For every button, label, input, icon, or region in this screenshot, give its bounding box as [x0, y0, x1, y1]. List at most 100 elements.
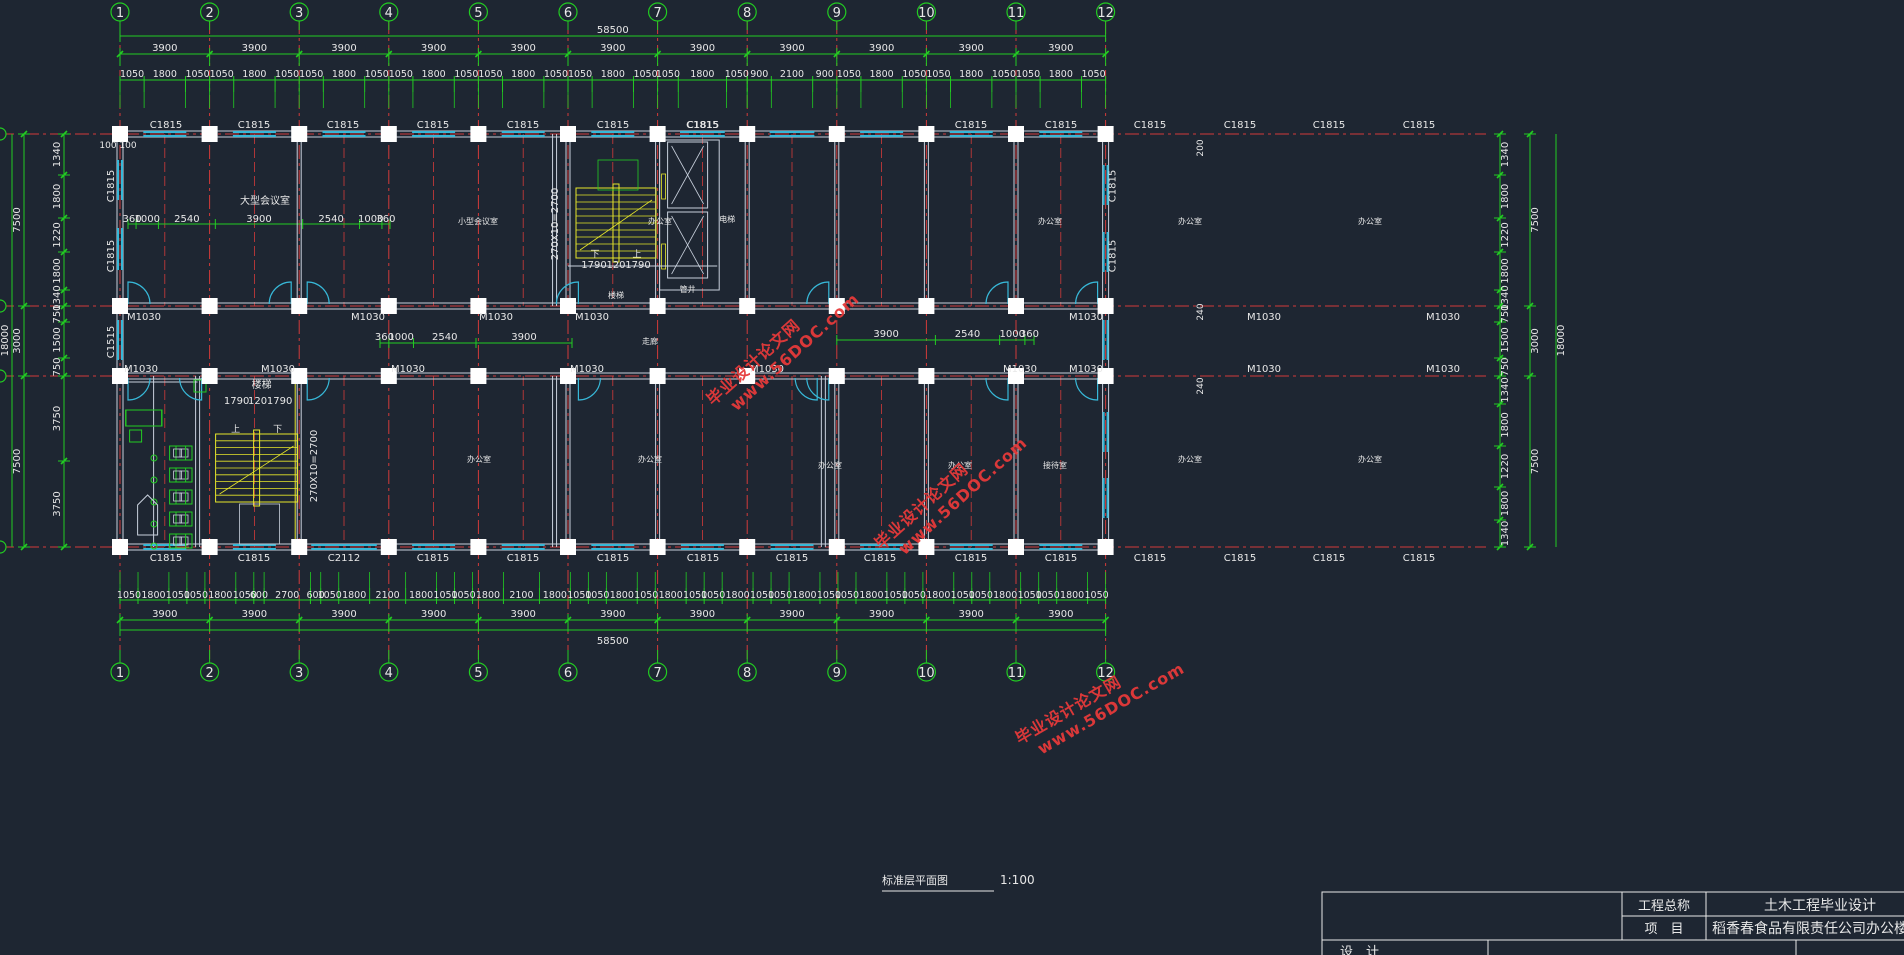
bay-dim-bottom-slash — [1102, 616, 1110, 624]
detail-dim-bottom-text: 1050 — [951, 590, 975, 601]
door-swing — [794, 377, 818, 401]
room-label: 办公室 — [638, 454, 662, 464]
window-label-top: C1815 — [327, 120, 359, 131]
toilet-stall — [179, 448, 189, 458]
room-dim-text: 2540 — [174, 214, 199, 225]
axis-bubble-label: 11 — [1008, 666, 1025, 681]
column — [828, 368, 845, 384]
detail-dim-bottom-text: 1800 — [1060, 590, 1084, 601]
right-inner-dim-text: 750 — [1500, 304, 1511, 323]
detail-dim-bottom-text: 1050 — [768, 590, 792, 601]
detail-dim-bottom-text: 1050 — [233, 590, 257, 601]
detail-dim-bottom-text: 1050 — [634, 590, 658, 601]
left-inner-dim-slash — [60, 286, 68, 294]
toilet-stall — [175, 511, 193, 527]
bay-dim-bottom-slash — [385, 616, 393, 624]
room-dim-text: 3900 — [246, 214, 271, 225]
stair-width: 1790 — [267, 396, 292, 407]
window-label-bottom: C1815 — [417, 553, 449, 564]
bay-dim-top-slash — [1012, 50, 1020, 58]
axis-bubble-label: 2 — [205, 6, 213, 21]
column — [828, 126, 845, 142]
detail-dim-top-text: 1050 — [544, 69, 568, 80]
bay-dim-top-text: 3900 — [869, 43, 894, 54]
axis-bubble-label: 1 — [116, 6, 124, 21]
stair-up: 上 — [231, 424, 240, 435]
right-inner-dim-slash — [1496, 516, 1504, 524]
detail-dim-bottom-text: 2100 — [509, 590, 533, 601]
detail-dim-top-text: 1800 — [332, 69, 356, 80]
right-inner-dim-slash — [1496, 354, 1504, 362]
left-inner-dim-text: 1340 — [52, 285, 63, 310]
detail-dim-bottom-text: 600 — [307, 590, 325, 601]
window-label-top: C1815 — [1403, 120, 1435, 131]
columns — [112, 126, 1114, 555]
window-label-top: C1815 — [1134, 120, 1166, 131]
left-outer-dim-slash — [20, 302, 28, 310]
door-label: M1030 — [479, 312, 513, 323]
bay-dim-top-slash — [474, 50, 482, 58]
detail-dim-top-text: 1050 — [275, 69, 299, 80]
door-label: M1030 — [750, 364, 784, 375]
right-inner-dim-slash — [1496, 442, 1504, 450]
window-label-bottom: C1815 — [1403, 553, 1435, 564]
door-label: M1030 — [124, 364, 158, 375]
door-label: M1030 — [127, 312, 161, 323]
detail-dim-bottom-text: 1050 — [184, 590, 208, 601]
bay-dim-bottom-slash — [474, 616, 482, 624]
right-inner-dim-slash — [1496, 286, 1504, 294]
stair-width: 120 — [248, 396, 267, 407]
bay-dim-top-text: 3900 — [242, 43, 267, 54]
room-dim-text: 1000 — [388, 332, 413, 343]
bay-dim-bottom-text: 3900 — [331, 609, 356, 620]
detail-dim-bottom-text: 1050 — [835, 590, 859, 601]
toilet-stall — [175, 445, 193, 461]
door-swing — [806, 281, 830, 305]
left-inner-dim-slash — [60, 214, 68, 222]
column — [112, 126, 128, 142]
stair-landing — [239, 503, 281, 545]
column — [739, 368, 756, 384]
column — [560, 368, 576, 384]
room-dim-text: 1000 — [358, 214, 383, 225]
column — [291, 368, 308, 384]
door-label: M1030 — [391, 364, 425, 375]
detail-dim-bottom-text: 1050 — [567, 590, 591, 601]
stair-up: 上 — [632, 249, 641, 260]
total-dim-top: 58500 — [597, 25, 629, 36]
axis-bubble-label: 12 — [1097, 666, 1114, 681]
window-label-bottom: C1815 — [1313, 553, 1345, 564]
bay-dim-top-slash — [295, 50, 303, 58]
detail-dim-bottom-text: 1800 — [141, 590, 165, 601]
detail-dim-bottom-text: 1050 — [1018, 590, 1042, 601]
offset-dim: 240 — [1196, 377, 1206, 394]
right-outer-dim-text: 7500 — [1530, 207, 1541, 232]
left-outer-dim-slash — [20, 372, 28, 380]
detail-dim-bottom-text: 1050 — [451, 590, 475, 601]
bay-dim-top-text: 3900 — [152, 43, 177, 54]
door-swing — [985, 377, 1009, 401]
right-inner-dim-text: 750 — [1500, 357, 1511, 376]
elevator-core — [659, 139, 720, 291]
door-swing — [806, 377, 830, 401]
column — [560, 539, 576, 555]
detail-dim-top-text: 1800 — [870, 69, 894, 80]
left-inner-dim-slash — [60, 318, 68, 326]
room-dim-text: 360 — [376, 214, 395, 225]
door-swing — [1075, 377, 1099, 401]
column — [739, 298, 756, 314]
column — [112, 298, 128, 314]
left-inner-dim-text: 1500 — [52, 327, 63, 352]
column — [918, 368, 935, 384]
toilet-stall — [169, 467, 187, 483]
bay-dim-top-slash — [564, 50, 572, 58]
window-label-side: C1815 — [1108, 170, 1119, 202]
right-inner-dim-slash — [1496, 130, 1504, 138]
bay-dim-bottom-text: 3900 — [421, 609, 446, 620]
detail-dim-top-text: 1050 — [454, 69, 478, 80]
column — [112, 539, 128, 555]
bay-dim-bottom-slash — [1012, 616, 1020, 624]
column — [291, 298, 308, 314]
toilet-stall — [173, 536, 183, 546]
